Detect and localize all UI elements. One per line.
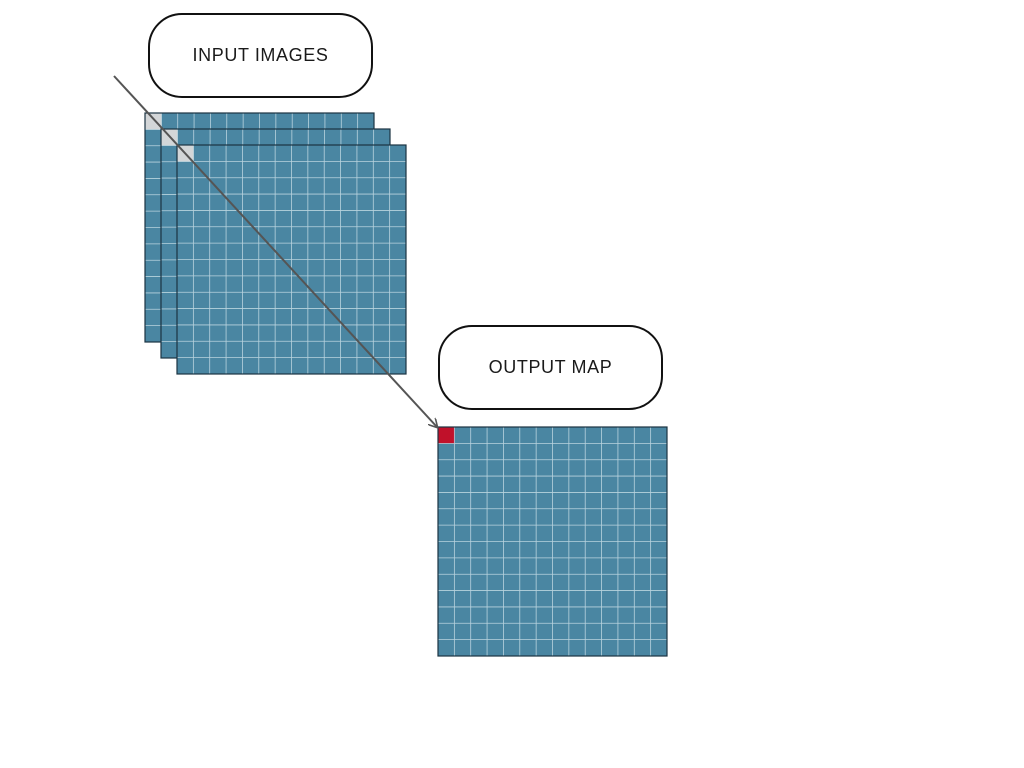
input-image-layer-3-border <box>176 144 407 375</box>
convolution-arrow <box>113 75 437 427</box>
input-images-stack <box>144 112 407 375</box>
output-map-layer-highlight-cell <box>438 427 455 444</box>
output-map-layer <box>437 426 668 657</box>
input-images-label: INPUT IMAGES <box>148 13 373 98</box>
output-map-layer-border <box>437 426 668 657</box>
input-image-layer-1-highlight-cell <box>145 113 162 130</box>
input-image-layer-3 <box>176 144 407 375</box>
output-map-grid <box>437 426 668 657</box>
input-images-text: INPUT IMAGES <box>192 45 329 65</box>
output-map-text: OUTPUT MAP <box>488 357 613 377</box>
output-map-label: OUTPUT MAP <box>438 325 663 410</box>
